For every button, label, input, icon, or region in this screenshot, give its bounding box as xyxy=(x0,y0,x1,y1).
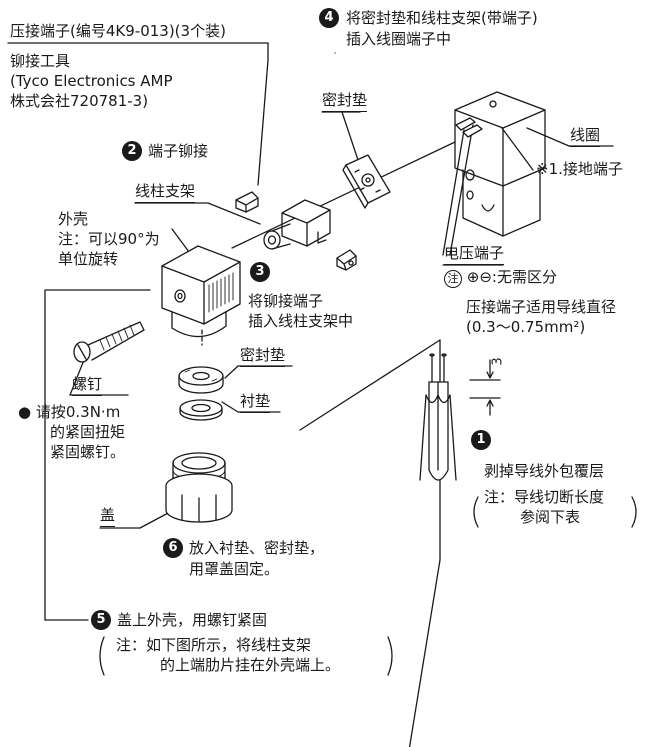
step5-text-line1: 盖上外壳，用螺钉紧固 xyxy=(117,611,268,629)
crimp-terminal-top xyxy=(235,191,259,213)
step-2-badge: 2 xyxy=(122,141,142,161)
step-1-badge: 1 xyxy=(471,430,491,450)
polarity-symbols: ⊕⊖ xyxy=(466,268,492,286)
crimp-terminal-bottom xyxy=(336,249,357,271)
step2-label: 端子铆接 xyxy=(148,142,209,160)
terminal-holder-label: 线柱支架 xyxy=(135,182,196,203)
screw-part xyxy=(73,321,145,363)
step5-bracket-left xyxy=(99,636,105,676)
voltage-note-text: :无需区分 xyxy=(491,268,557,286)
housing-note-line1: 注：可以90°为 xyxy=(58,230,160,248)
step3-text-line2: 插入线柱支架中 xyxy=(248,312,354,330)
ground-terminal-label: ※1.接地端子 xyxy=(536,160,623,178)
wire-part xyxy=(419,353,501,481)
cap-label: 盖 xyxy=(100,506,116,527)
step5-bracket-right xyxy=(387,636,393,676)
gasket-top-part xyxy=(342,154,391,209)
crimp-terminal-label: 压接端子(编号4K9-013)(3个装) xyxy=(10,22,226,40)
wire-diameter-line1: 压接端子适用导线直径 xyxy=(466,298,617,316)
gasket-mid-label: 密封垫 xyxy=(240,346,286,367)
coil-label: 线圈 xyxy=(570,126,601,147)
housing-label: 外壳 xyxy=(58,210,89,228)
torque-line1: ● 请按0.3N·m xyxy=(18,403,121,421)
step3-text-line1: 将铆接端子 xyxy=(248,292,324,310)
step1-note-line2: 参阅下表 xyxy=(520,508,581,526)
voltage-note: 注 ⊕⊖:无需区分 xyxy=(444,268,557,288)
washer-label: 衬垫 xyxy=(240,392,271,413)
torque-line2: 的紧固扭矩 xyxy=(50,423,126,441)
step4-text-line2: 插入线圈端子中 xyxy=(346,30,452,48)
step5-note-line1: 注：如下图所示，将线柱支架 xyxy=(116,636,312,654)
wire-diameter-line2: (0.3～0.75mm²) xyxy=(466,318,586,336)
step1-note-line1: 注：导线切断长度 xyxy=(484,488,605,506)
gasket-top-label: 密封垫 xyxy=(322,91,368,112)
crimp-tool-maker: (Tyco Electronics AMP xyxy=(10,72,173,90)
coil-part xyxy=(454,91,546,237)
cap-part xyxy=(165,452,233,523)
note-bracket-left xyxy=(473,496,479,528)
terminal-holder-part xyxy=(263,199,331,250)
note-circle-mark: 注 xyxy=(444,270,462,288)
step-5-badge: 5 xyxy=(91,610,111,630)
housing-note-line2: 单位旋转 xyxy=(58,250,119,268)
step4-text-line1: 将密封垫和线柱支架(带端子) xyxy=(346,9,538,27)
washer-part xyxy=(179,399,223,421)
screw-label: 螺钉 xyxy=(72,375,103,396)
step-3-badge: 3 xyxy=(250,262,270,282)
strip-dimension: 3 xyxy=(490,357,506,366)
note-bracket-right xyxy=(631,496,637,528)
step-4-badge: 4 xyxy=(319,8,339,28)
step-6-badge: 6 xyxy=(163,538,183,558)
voltage-terminal-label: 电压端子 xyxy=(444,244,505,265)
step6-text-line1: 放入衬垫、密封垫， xyxy=(189,539,325,557)
step1-label: 剥掉导线外包覆层 xyxy=(484,462,605,480)
step6-text-line2: 用罩盖固定。 xyxy=(189,560,280,578)
torque-line3: 紧固螺钉。 xyxy=(50,443,126,461)
gasket-mid-part xyxy=(178,366,224,394)
crimp-tool-label: 铆接工具 xyxy=(10,52,71,70)
step5-note-line2: 的上端肋片挂在外壳端上。 xyxy=(160,656,341,674)
housing-part xyxy=(161,245,241,338)
crimp-tool-model: 株式会社720781-3) xyxy=(10,92,149,110)
